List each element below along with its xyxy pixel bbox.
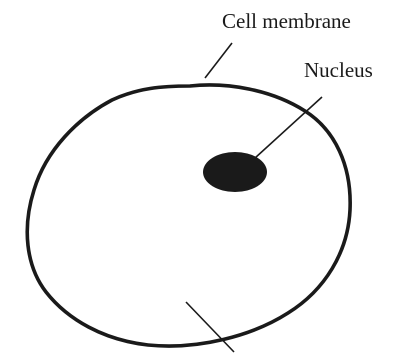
nucleus-shape: [203, 152, 267, 192]
nucleus-leader-line: [255, 97, 322, 158]
cell-membrane-outline: [27, 85, 350, 346]
cell-membrane-leader-line: [205, 43, 232, 78]
cell-membrane-label: Cell membrane: [222, 11, 351, 32]
nucleus-label: Nucleus: [304, 60, 373, 81]
